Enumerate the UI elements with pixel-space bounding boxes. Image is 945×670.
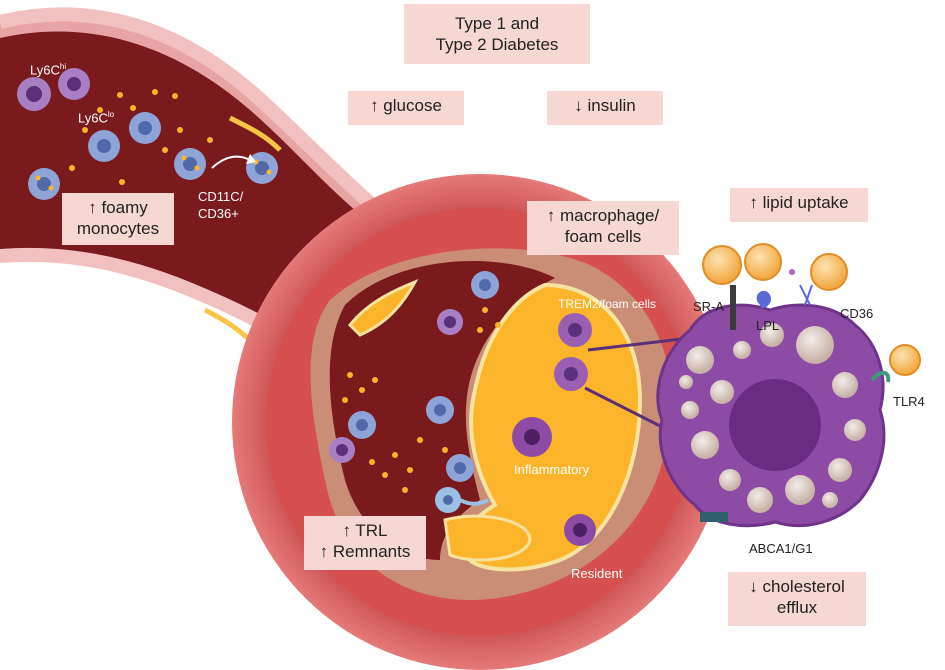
vessel-plaque-streak [228,115,282,152]
monocyte-cell [17,77,51,111]
cd36-receptor-icon [789,269,813,306]
macrophage-foam-box: ↑ macrophage/ foam cells [527,201,679,255]
sra-label: SR-A [693,299,725,314]
trem2-foam-cell [558,313,592,347]
cd11c-label: CD11C/ CD36+ [198,188,243,222]
title-box: Type 1 and Type 2 Diabetes [404,4,590,64]
plaque-small-deposit [347,279,419,337]
plaque-lipid-core [462,282,643,572]
trl-line-2: ↑ Remnants [319,542,411,561]
foamy-monocytes-line-2: monocytes [76,219,160,238]
lumen-monocyte-cell [348,411,376,439]
lipoprotein-particles [702,243,921,376]
monocyte-cell [88,130,120,162]
adhering-monocyte [435,487,489,513]
title-line-2: Type 2 Diabetes [435,35,559,54]
ly6c-hi-sup: hi [59,62,67,71]
cholesterol-efflux-line-2: efflux [776,598,818,617]
lipid-uptake-box: ↑ lipid uptake [730,188,868,222]
lipid-droplets [679,323,866,513]
lipoprotein-icon [889,344,921,376]
lpl-enzyme-icon [756,290,772,308]
title-line-1: Type 1 and [454,14,540,33]
lumen-monocyte-cell [437,309,463,335]
foamy-monocyte-cell [174,148,206,180]
vessel-endothelium-top [0,7,377,211]
insulin-box: ↓ insulin [547,91,663,125]
ly6c-lo-label: Ly6Clo [78,110,114,125]
trem2-label: TREM2/foam cells [558,297,657,311]
lumen-lipid-particles [342,307,501,493]
glucose-box: ↑ glucose [348,91,464,125]
resident-macrophage [564,514,596,546]
tlr4-receptor-icon [870,370,891,383]
lipid-particles [69,89,213,185]
foam-cell-nucleus [729,379,821,471]
lumen-monocyte-cell [426,396,454,424]
abca1-label: ABCA1/G1 [749,541,813,556]
trem2-foam-cell [554,357,588,391]
tlr4-label: TLR4 [893,394,925,409]
vessel-lumen [0,31,355,370]
ly6c-lo-base: Ly6C [78,110,108,126]
inflammatory-macrophage [512,417,552,457]
ly6c-lo-sup: lo [107,110,115,119]
resident-label: Resident [571,566,623,581]
differentiation-arrow [211,155,251,169]
foamy-monocytes-box: ↑ foamy monocytes [62,193,174,245]
macrophage-foam-line-1: ↑ macrophage/ [546,206,660,225]
arrow-head [246,154,256,164]
foamy-monocyte-cell [28,168,60,200]
cd11c-line-2: CD36+ [198,206,239,221]
sr-a-receptor-icon [730,285,736,330]
foamy-monocytes-line-1: ↑ foamy [88,198,148,217]
foam-cell-large [656,303,886,528]
monocyte-cell [129,112,161,144]
vessel-cells [17,68,278,200]
lipoprotein-icon [810,253,848,291]
inflammatory-label: Inflammatory [514,462,590,477]
trl-box: ↑ TRL ↑ Remnants [304,516,426,570]
abca1-transporter-icon [700,512,728,522]
lumen-monocyte-cell [471,271,499,299]
glucose-label: ↑ glucose [370,96,442,115]
cholesterol-efflux-line-1: ↓ cholesterol [749,577,845,596]
monocyte-cell [58,68,90,100]
lpl-label: LPL [756,318,780,333]
cd11c-line-1: CD11C/ [198,189,244,204]
lipid-uptake-label: ↑ lipid uptake [749,193,849,212]
lipoprotein-icon [702,245,742,285]
lumen-monocyte-cell [446,454,474,482]
artery-cross-section [232,174,728,670]
lumen-monocyte-cell [329,437,355,463]
insulin-label: ↓ insulin [574,96,636,115]
cholesterol-efflux-box: ↓ cholesterol efflux [728,572,866,626]
cd36-label: CD36 [840,306,874,321]
ly6c-hi-label: Ly6Chi [30,62,66,77]
macrophage-foam-line-2: foam cells [564,227,642,246]
lipoprotein-icon [744,243,782,281]
plaque-bottom-deposit [443,514,532,562]
foam-cell-connector-1 [587,336,691,352]
foam-cell-connector-2 [584,386,669,432]
trl-line-1: ↑ TRL [342,521,388,540]
ly6c-hi-base: Ly6C [30,62,60,78]
